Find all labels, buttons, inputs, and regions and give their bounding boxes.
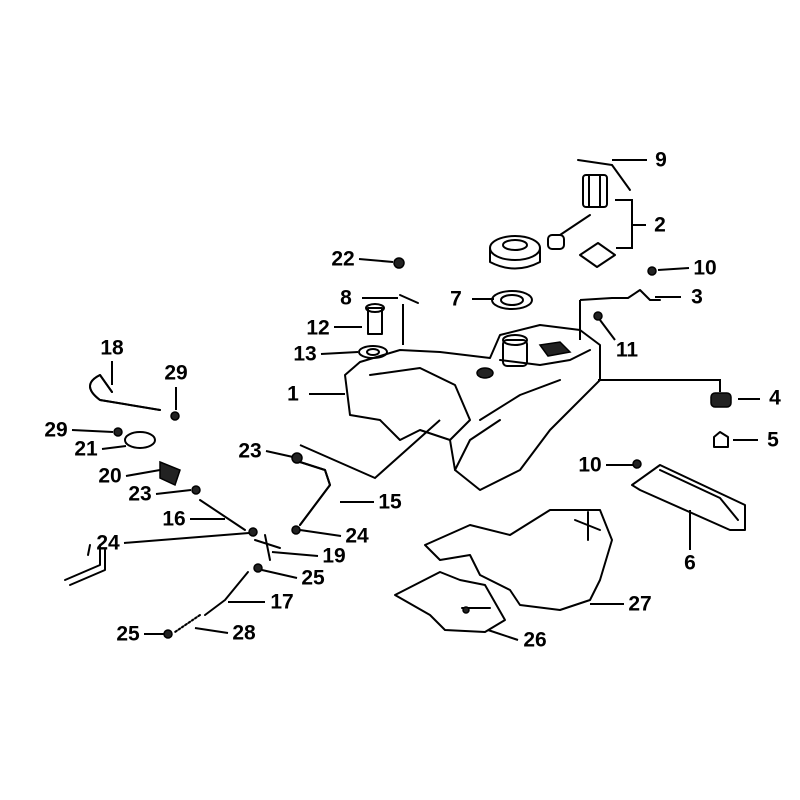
heat-shield-small [394, 571, 506, 633]
callout-6: 6 [684, 551, 696, 575]
callout-10: 10 [693, 256, 717, 280]
leader-line-21 [101, 445, 127, 450]
callout-23: 23 [128, 482, 152, 506]
callout-15: 15 [378, 490, 402, 514]
callout-28: 28 [232, 621, 256, 645]
leader-line-10 [657, 267, 690, 271]
leader-line-28 [194, 627, 229, 634]
callout-13: 13 [293, 342, 317, 366]
callout-12: 12 [306, 316, 330, 340]
leader-line-24 [299, 529, 342, 537]
callout-4: 4 [769, 386, 781, 410]
callout-20: 20 [98, 464, 122, 488]
callout-22: 22 [331, 247, 355, 271]
leader-line-23 [265, 450, 294, 458]
callout-29: 29 [164, 361, 188, 385]
callout-25: 25 [301, 566, 325, 590]
leader-line-11 [599, 319, 616, 341]
bolts-and-washers [358, 257, 419, 359]
fuel-tank [344, 324, 601, 491]
callout-7: 7 [450, 287, 462, 311]
callout-26: 26 [523, 628, 547, 652]
heat-shield-large [424, 509, 613, 611]
callout-18: 18 [100, 336, 124, 360]
leader-line-13 [320, 351, 359, 355]
callout-1: 1 [287, 382, 299, 406]
leader-line-22 [358, 258, 394, 263]
leader-line-19 [271, 551, 319, 557]
fuel-cap [489, 235, 541, 270]
callout-24: 24 [345, 524, 369, 548]
leader-line-24 [123, 532, 250, 544]
callout-10: 10 [578, 453, 602, 477]
tank-support-bracket [631, 459, 746, 531]
bracket [579, 266, 661, 340]
callout-11: 11 [615, 338, 639, 362]
leader-line-25 [261, 569, 298, 579]
callout-29: 29 [44, 418, 68, 442]
callout-5: 5 [767, 428, 779, 452]
leader-line-20 [125, 469, 161, 477]
callout-19: 19 [322, 544, 346, 568]
hoses [64, 374, 441, 639]
fuel-pump [547, 159, 646, 268]
leader-line-23 [155, 489, 192, 495]
callout-9: 9 [655, 148, 667, 172]
cap-gasket [491, 290, 533, 310]
callout-8: 8 [340, 286, 352, 310]
callout-16: 16 [162, 507, 186, 531]
callout-27: 27 [628, 592, 652, 616]
callout-3: 3 [691, 285, 703, 309]
callout-2: 2 [654, 213, 666, 237]
callout-25: 25 [116, 622, 140, 646]
callout-23: 23 [238, 439, 262, 463]
leader-lines [71, 159, 760, 641]
callout-17: 17 [270, 590, 294, 614]
rubber-mounts [598, 379, 732, 448]
leader-line-29 [71, 429, 114, 433]
callout-21: 21 [74, 437, 98, 461]
callout-24: 24 [96, 531, 120, 555]
leader-line-26 [487, 629, 519, 641]
